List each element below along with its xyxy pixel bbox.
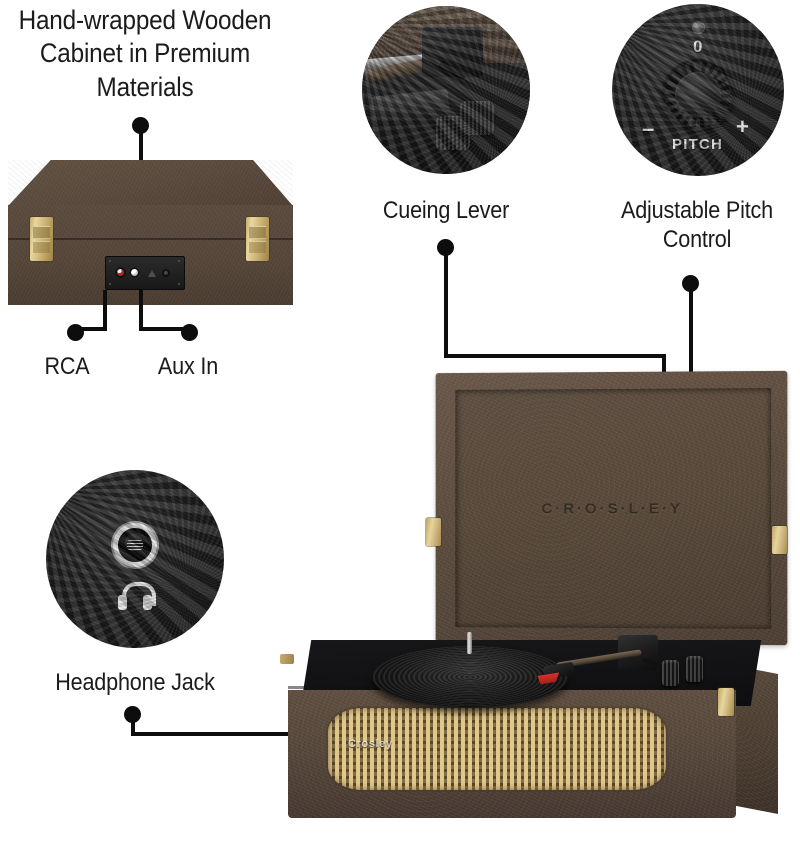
leader-line-cabinet: [139, 125, 143, 167]
lid-latch-left-icon: [426, 518, 441, 546]
lid-latch-right-icon: [772, 526, 787, 554]
cane-speaker-grille: Crosley: [328, 708, 666, 790]
pitch-control-photo-inset: 0 – + PITCH: [612, 4, 784, 176]
leader-line-aux-horiz: [139, 327, 189, 331]
case-lid-top-face: [8, 160, 293, 206]
pitch-plus-mark: +: [736, 114, 749, 139]
io-panel: [105, 256, 185, 290]
leader-line-aux-vert-top: [139, 290, 143, 330]
leader-dot-rca: [67, 324, 84, 341]
crosley-lid-wordmark: C·R·O·S·L·E·Y: [541, 499, 683, 518]
base-latch-right-icon: [718, 688, 734, 716]
aux-in-jack-icon: [162, 269, 170, 277]
leader-line-cueing-vert-1: [444, 247, 448, 357]
leader-line-cueing-horiz: [444, 354, 666, 358]
control-knob-pitch: [686, 656, 703, 682]
turntable-product-photo: C·R·O·S·L·E·Y Crosley: [280, 368, 796, 838]
brass-latch-right-icon: [246, 217, 269, 261]
rca-jack-red-icon: [115, 267, 126, 278]
case-lid-seam: [8, 238, 293, 240]
pitch-zero-mark: 0: [693, 37, 703, 56]
turntable-platter: [372, 646, 568, 708]
callout-label-pitch-control: Adjustable Pitch Control: [620, 197, 774, 254]
leader-dot-aux: [181, 324, 198, 341]
headphone-symbol-icon: [117, 582, 156, 612]
leader-line-headphone-vert: [131, 714, 135, 736]
cueing-lever-photo-inset: [362, 6, 530, 174]
page-title: Hand-wrapped Wooden Cabinet in Premium M…: [18, 5, 272, 102]
leader-line-rca-horiz: [71, 327, 107, 331]
inset-control-knob-2: [460, 101, 494, 135]
headphone-port-icon: [118, 528, 152, 562]
aux-triangle-icon: [148, 270, 156, 277]
brass-latch-left-icon: [30, 217, 53, 261]
lid-inner-panel: C·R·O·S·L·E·Y: [455, 388, 772, 629]
callout-label-cueing-lever: Cueing Lever: [382, 197, 510, 224]
closed-case-illustration: [8, 160, 293, 305]
pitch-panel-screw-icon: [692, 21, 705, 34]
pitch-dial-ring: [662, 59, 734, 132]
callout-label-rca: RCA: [44, 353, 90, 380]
crosley-grille-badge: Crosley: [348, 738, 393, 750]
rca-jack-white-icon: [129, 267, 140, 278]
pitch-label: PITCH: [672, 136, 723, 153]
pitch-minus-mark: –: [642, 116, 655, 141]
base-hinge-left-icon: [280, 654, 294, 664]
leader-line-headphone-horiz: [131, 732, 331, 736]
callout-label-headphone-jack: Headphone Jack: [55, 669, 215, 696]
platter-spindle: [467, 632, 472, 654]
callout-label-aux-in: Aux In: [157, 353, 219, 380]
pitch-dial-cap: [675, 72, 721, 119]
headphone-jack-photo-inset: [46, 470, 224, 648]
leader-line-rca-vert-top: [103, 290, 107, 330]
control-knob-volume: [662, 660, 679, 686]
turntable-lid: C·R·O·S·L·E·Y: [435, 370, 788, 646]
